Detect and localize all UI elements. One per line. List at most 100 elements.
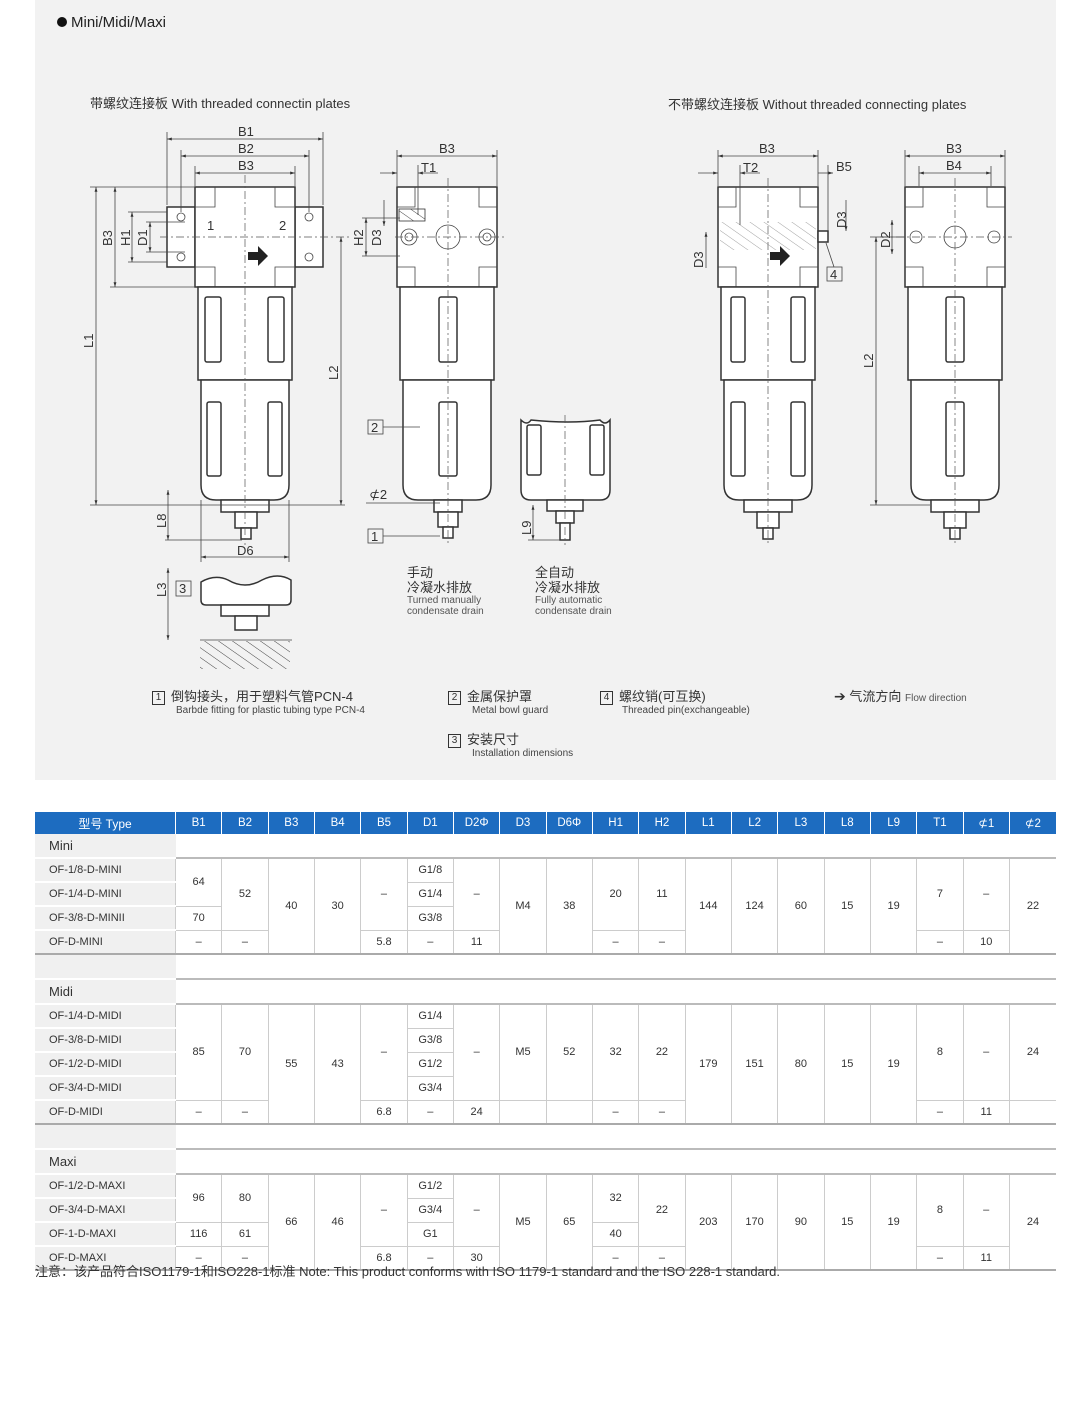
table-cell: 43 (313, 1004, 361, 1125)
model-name: OF-D-MIDI (35, 1100, 176, 1125)
table-cell: – (174, 1100, 222, 1125)
svg-text:L2: L2 (861, 354, 876, 368)
table-cell: – (452, 1174, 500, 1247)
table-cell: 46 (313, 1174, 361, 1271)
svg-text:H2: H2 (351, 229, 366, 246)
table-cell: – (638, 1100, 686, 1125)
table-cell: 11 (962, 1100, 1010, 1125)
group-header-row: Mini (35, 834, 1056, 859)
flow-arrow-icon (770, 246, 790, 266)
table-cell: G1/4 (406, 882, 454, 907)
table-cell: G1 (406, 1222, 454, 1247)
table-cell: – (638, 930, 686, 955)
svg-text:L1: L1 (81, 334, 96, 348)
spacer-cell (175, 1124, 1056, 1150)
column-header: D1 (406, 812, 454, 834)
model-name: OF-1/8-D-MINI (35, 858, 176, 883)
spacer-row (35, 954, 1056, 980)
svg-text:D2: D2 (878, 231, 893, 248)
svg-text:B3: B3 (946, 141, 962, 156)
table-cell: G1/2 (406, 1052, 454, 1077)
svg-text:B1: B1 (238, 124, 254, 139)
svg-text:D3: D3 (834, 211, 849, 228)
svg-text:D6: D6 (237, 543, 254, 558)
svg-text:B3: B3 (100, 230, 115, 246)
front-view-with-plates: 1 2 B1 B2 B3 B3 H1 D1 L1 L2 (81, 124, 350, 669)
table-cell: 61 (221, 1222, 269, 1247)
table-cell: 24 (1008, 1174, 1056, 1271)
svg-text:B3: B3 (439, 141, 455, 156)
table-cell: – (916, 930, 964, 955)
table-cell: 11 (638, 858, 686, 931)
spacer-cell (175, 954, 1056, 980)
table-cell: 22 (638, 1004, 686, 1101)
column-header: D2Φ (452, 812, 500, 834)
column-header: T1 (916, 812, 964, 834)
table-cell: – (406, 930, 454, 955)
caption-auto-drain: 全自动 冷凝水排放 Fully automatic condensate dra… (535, 565, 612, 617)
table-cell: 90 (777, 1174, 825, 1271)
svg-text:L9: L9 (519, 521, 534, 535)
table-cell (545, 1100, 593, 1125)
svg-text:T1: T1 (421, 160, 436, 175)
svg-text:L2: L2 (326, 366, 341, 380)
table-cell: 30 (452, 1246, 500, 1271)
model-name: OF-3/8-D-MIDI (35, 1028, 176, 1053)
table-cell: 19 (869, 1174, 917, 1271)
table-cell: 32 (591, 1004, 639, 1101)
table-cell: 124 (730, 858, 778, 955)
table-cell: 70 (221, 1004, 269, 1101)
table-cell (499, 1100, 547, 1125)
table-cell: 10 (962, 930, 1010, 955)
column-header: ⊄1 (962, 812, 1010, 834)
table-cell: G3/4 (406, 1198, 454, 1223)
group-name: Maxi (35, 1149, 176, 1175)
flow-arrow-icon: ➔ (834, 688, 846, 704)
table-cell: 64 (174, 858, 222, 907)
table-cell: G1/2 (406, 1174, 454, 1199)
section-title: Mini/Midi/Maxi (57, 14, 166, 31)
group-name: Mini (35, 834, 176, 859)
column-header: H1 (591, 812, 639, 834)
bullet-icon (57, 17, 67, 27)
table-cell: 96 (174, 1174, 222, 1223)
table-cell: 144 (684, 858, 732, 955)
column-header: B5 (360, 812, 408, 834)
group-filler (175, 1149, 1056, 1175)
model-name: OF-1/2-D-MIDI (35, 1052, 176, 1077)
svg-text:H1: H1 (118, 229, 133, 246)
svg-text:L3: L3 (154, 583, 169, 597)
table-cell: 179 (684, 1004, 732, 1125)
table-cell: – (591, 1100, 639, 1125)
svg-text:3: 3 (179, 581, 186, 596)
column-header: 型号 Type (35, 812, 176, 834)
technical-drawing: 1 2 B1 B2 B3 B3 H1 D1 L1 L2 (81, 124, 1012, 669)
table-row: OF-D-MINI––5.8–11–––10 (35, 930, 1056, 955)
table-cell: – (360, 858, 408, 931)
table-cell: 66 (267, 1174, 315, 1271)
table-cell: 6.8 (360, 1246, 408, 1271)
subtitle-without-plates: 不带螺纹连接板 Without threaded connecting plat… (668, 97, 967, 112)
spacer-cell (35, 954, 176, 980)
side-view-with-plates: B3 T1 H2 D3 2 ⊄2 1 L9 (351, 141, 611, 545)
table-cell: – (638, 1246, 686, 1271)
table-cell: 40 (267, 858, 315, 955)
table-cell: 5.8 (360, 930, 408, 955)
column-header: D3 (499, 812, 547, 834)
section-title-text: Mini/Midi/Maxi (71, 14, 167, 31)
table-cell: 24 (1008, 1004, 1056, 1101)
model-name: OF-D-MAXI (35, 1246, 176, 1271)
table-cell: 8 (916, 1174, 964, 1247)
table-cell: – (962, 858, 1010, 931)
table-row: OF-D-MIDI––6.8–24–––11 (35, 1100, 1056, 1125)
table-cell: G3/4 (406, 1076, 454, 1101)
svg-text:1: 1 (371, 529, 378, 544)
